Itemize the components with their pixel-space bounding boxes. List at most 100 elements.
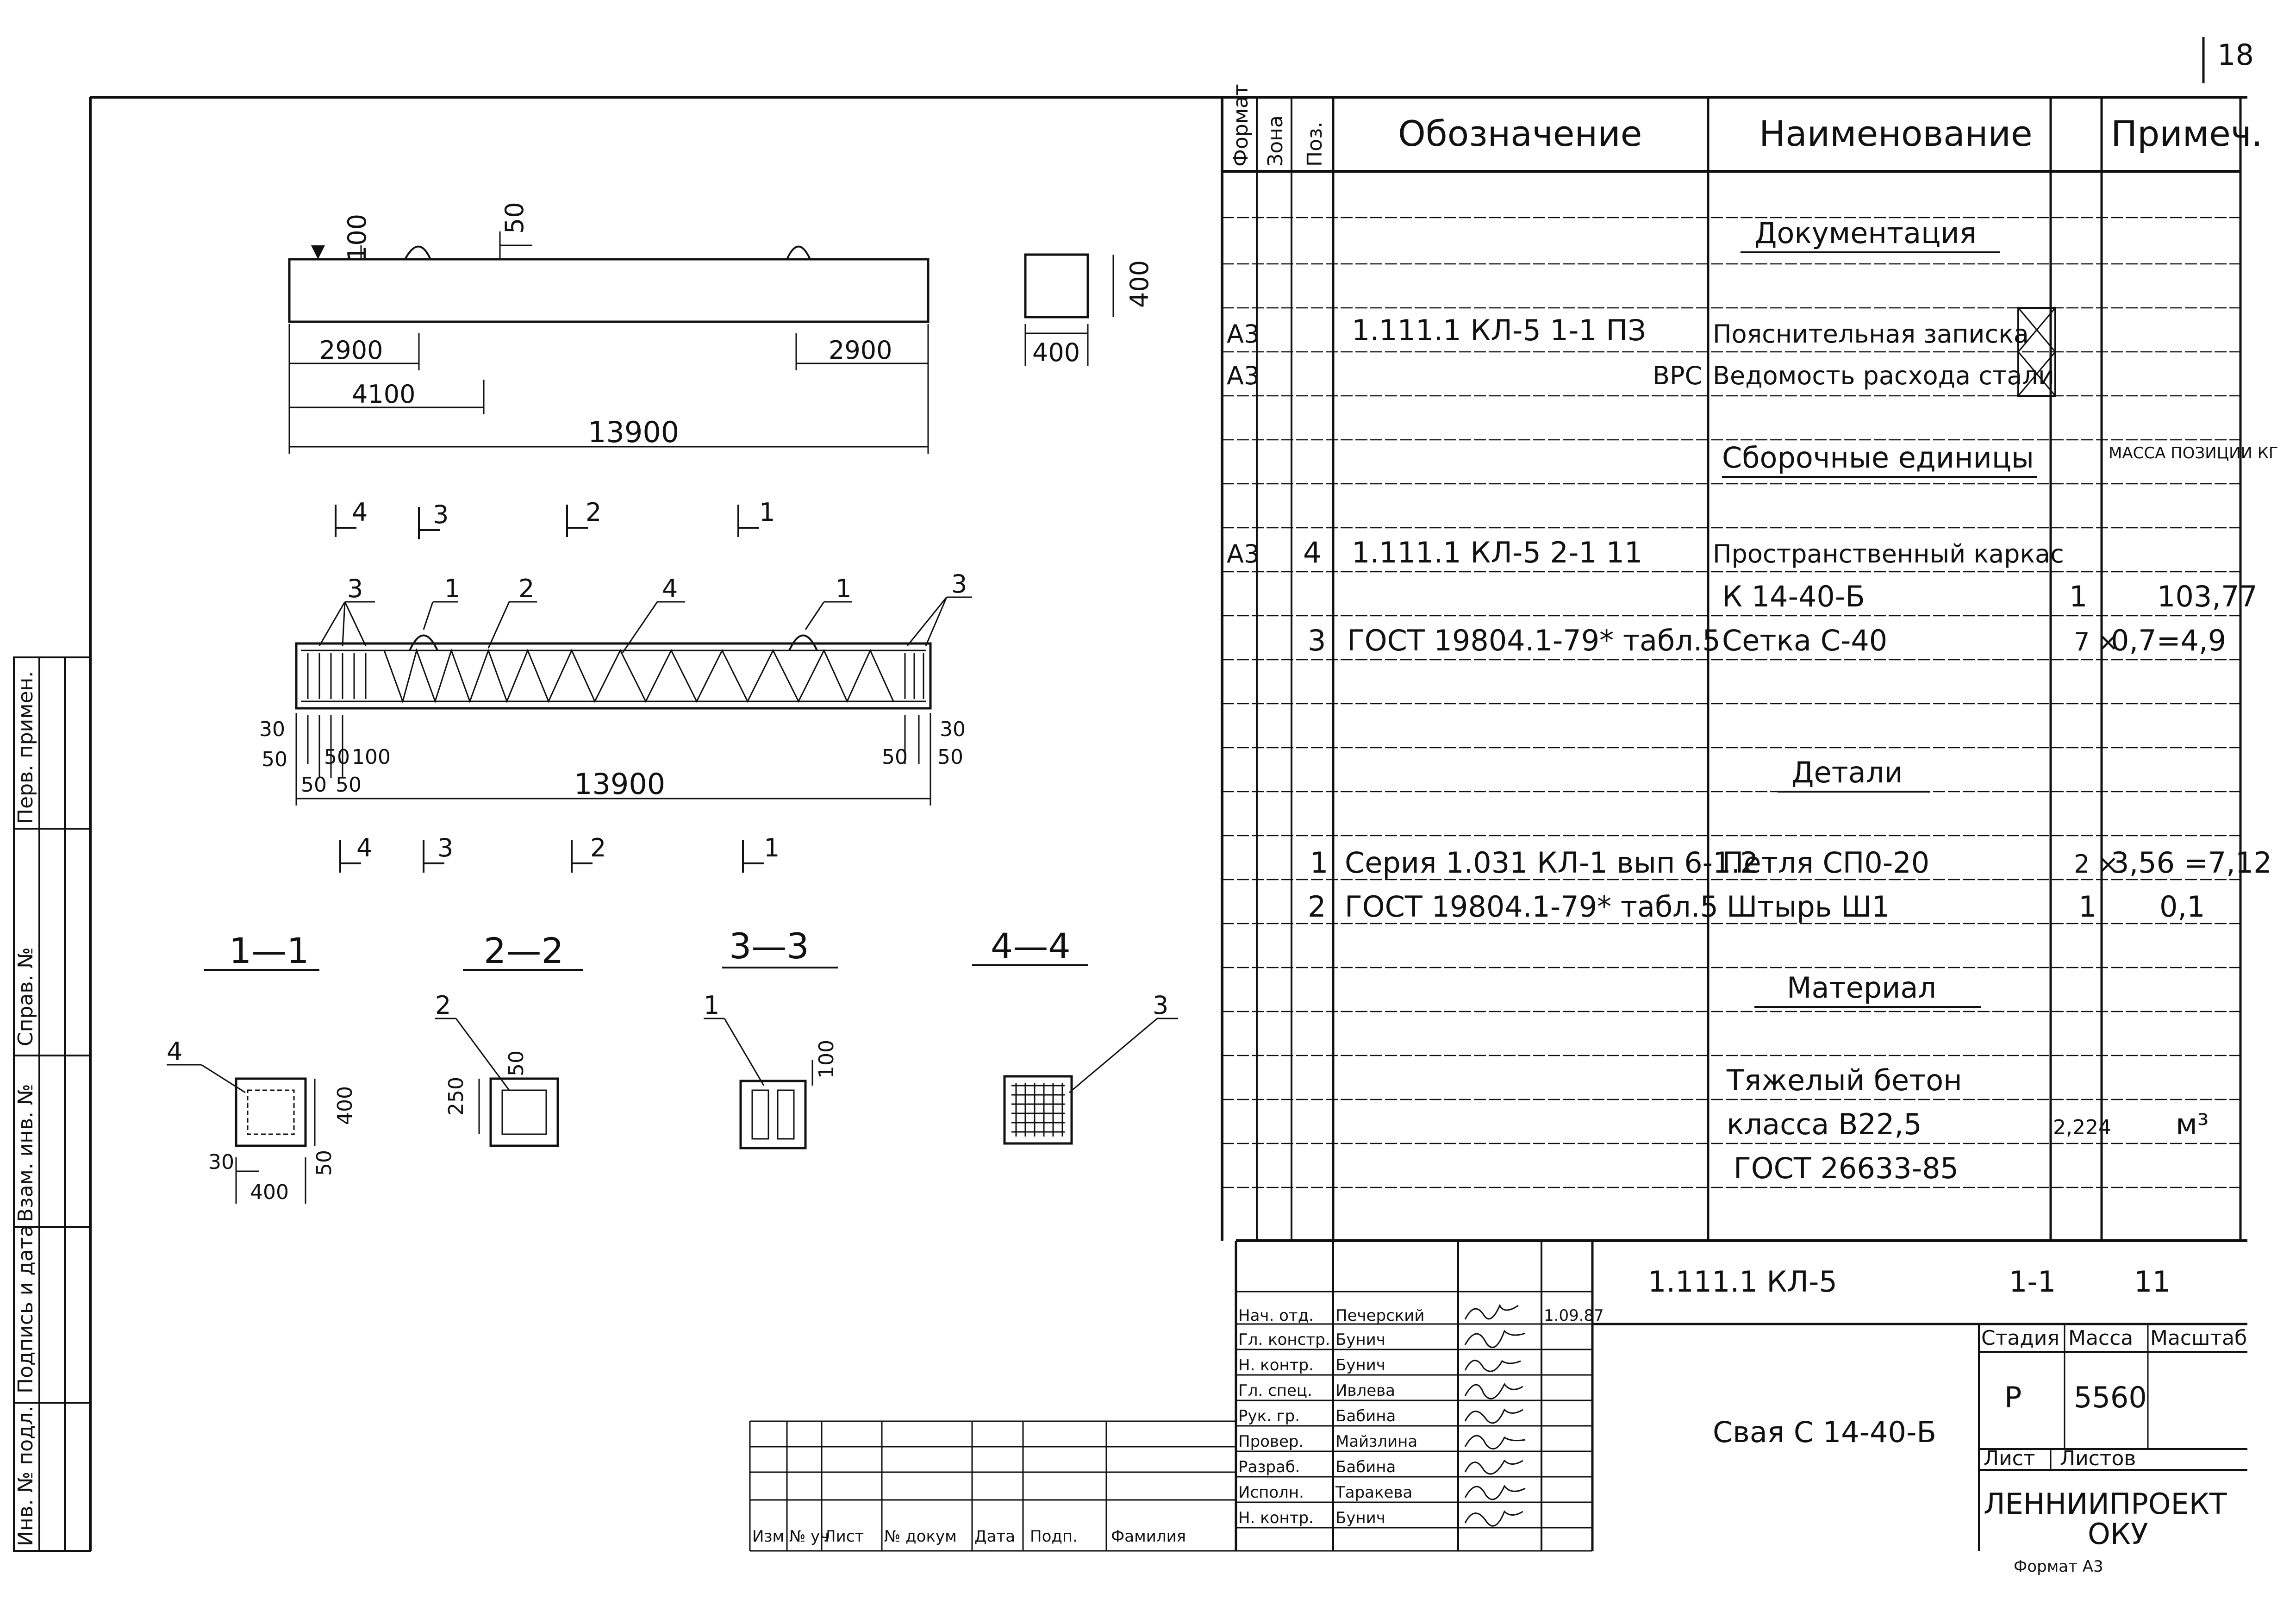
sheet-format: Формат А3	[2014, 1557, 2103, 1576]
row-name: Петля СП0-20	[1722, 846, 1929, 880]
dim-text: 250	[444, 1077, 468, 1116]
row-designation: Серия 1.031 КЛ-1 вып 6-1.2	[1345, 846, 1759, 880]
sig-name: Бабина	[1335, 1458, 1396, 1476]
dim-text: 30	[940, 718, 966, 741]
row-name: Штырь Ш1	[1727, 890, 1890, 924]
section-mark: 2	[586, 498, 601, 527]
row-name: ГОСТ 26633-85	[1734, 1151, 1959, 1185]
dim-text: 400	[1032, 338, 1080, 367]
page-number: 18	[2217, 38, 2254, 72]
scale-label: Масштаб	[2150, 1326, 2247, 1350]
mass-value: 5560	[2074, 1380, 2147, 1414]
dim-text: 400	[250, 1181, 289, 1204]
position-leader-label: 2	[518, 574, 534, 603]
sig-name: Бунич	[1335, 1356, 1385, 1374]
cage-elevation: 3 1 2 4 1 3 30 50 50 50 100 50 50 30 50 …	[259, 569, 972, 806]
dim-text: 50	[301, 773, 327, 797]
row-pos: 3	[1308, 624, 1326, 657]
revision-block: Изм № уч Лист № докум Дата Подп. Фамилия	[749, 1420, 1236, 1552]
margin-label-inventory: Инв. № подл.	[14, 1405, 37, 1546]
rev-header: Фамилия	[1111, 1527, 1186, 1546]
row-name-details: Детали	[1791, 756, 1903, 789]
row-pos: 1	[1310, 846, 1328, 880]
stage-label: Стадия	[1981, 1326, 2059, 1350]
signature-scribbles	[1464, 1304, 1526, 1527]
row-pos: 2	[1308, 890, 1326, 924]
sig-role: Гл. спец.	[1238, 1381, 1312, 1400]
dim-text: 50	[312, 1150, 336, 1176]
row-designation: ВРС	[1653, 361, 1702, 390]
mass-label: Масса	[2068, 1326, 2133, 1350]
dim-text: 400	[1125, 260, 1154, 308]
section-mark: 3	[433, 500, 449, 529]
section-mark: 2	[590, 833, 606, 862]
row-designation: ГОСТ 19804.1-79* табл.5	[1347, 624, 1721, 657]
sig-name: Бунич	[1335, 1509, 1385, 1527]
position-leader-label: 3	[347, 574, 363, 603]
row-note: 3,56 =7,12	[2111, 846, 2272, 880]
dim-text: 30	[259, 718, 285, 741]
position-leader-label: 1	[444, 574, 460, 603]
row-note-mass-header: МАССА ПОЗИЦИИ КГ	[2109, 444, 2278, 462]
row-name-material: Материал	[1787, 971, 1936, 1005]
sheets-label: Листов	[2060, 1447, 2136, 1470]
header-note: Примеч.	[2111, 113, 2263, 154]
rev-header: № докум	[884, 1527, 957, 1546]
position-leader-label: 3	[951, 569, 967, 599]
dim-text: 13900	[588, 415, 679, 449]
dim-text: 30	[208, 1150, 234, 1174]
dim-text: 100	[343, 214, 372, 262]
margin-label-replace: Взам. инв. №	[14, 1084, 37, 1222]
row-name-documentation: Документация	[1754, 216, 1977, 250]
section-mark: 4	[352, 498, 368, 527]
dim-text: 50	[500, 202, 529, 234]
row-qty: 1	[2078, 890, 2096, 924]
row-format: А3	[1227, 539, 1260, 568]
dim-text: 50	[882, 745, 908, 769]
sig-role: Гл. констр.	[1238, 1330, 1330, 1349]
dim-text: 13900	[574, 767, 665, 801]
row-name: класса В22,5	[1727, 1107, 1922, 1141]
beam-elevation: 100 50 400 400 2900 2900 4100 13900	[288, 202, 1154, 454]
sig-role: Нач. отд.	[1238, 1306, 1314, 1325]
organization-name: ЛЕННИИПРОЕКТ	[1984, 1487, 2227, 1521]
sheet-label: Лист	[1984, 1447, 2035, 1470]
section-marks-bottom: 4 3 2 1	[339, 833, 780, 873]
row-designation: 1.111.1 КЛ-5 1-1 ПЗ	[1352, 313, 1646, 347]
header-designation: Обозначение	[1398, 113, 1642, 154]
header-zone: Зона	[1264, 115, 1287, 167]
row-designation: ГОСТ 19804.1-79* табл.5	[1345, 890, 1718, 924]
sig-name: Таракева	[1335, 1483, 1412, 1502]
dim-text: 2900	[829, 336, 892, 365]
section-mark: 1	[764, 833, 780, 862]
title-product-name: Свая С 14-40-Б	[1713, 1415, 1936, 1449]
row-name: Ведомость расхода стали	[1713, 361, 2054, 390]
row-name: К 14-40-Б	[1722, 580, 1865, 613]
stage-value: Р	[2004, 1380, 2021, 1414]
organization-sub: ОКУ	[2088, 1517, 2148, 1551]
section-leader: 1	[704, 991, 719, 1020]
section-title: 3—3	[729, 925, 809, 967]
row-name: Пространственный каркас	[1713, 539, 2064, 568]
row-name: Сетка С-40	[1722, 624, 1887, 657]
row-format: А3	[1227, 319, 1260, 349]
row-designation: 1.111.1 КЛ-5 2-1 11	[1352, 536, 1642, 569]
margin-label-signature: Подпись и дата	[14, 1225, 37, 1393]
row-qty: 2 ×	[2074, 849, 2119, 879]
header-format: Формат	[1229, 84, 1253, 167]
sig-name: Печерский	[1335, 1306, 1425, 1325]
sig-name: Бабина	[1335, 1407, 1396, 1425]
rev-header: № уч	[789, 1527, 829, 1546]
title-doc-sub: 11	[2134, 1265, 2171, 1299]
dim-text: 400	[333, 1086, 357, 1125]
section-marks-top: 4 3 2 1	[335, 498, 775, 539]
rev-header: Лист	[824, 1527, 864, 1546]
sig-role: Разраб.	[1238, 1458, 1300, 1476]
header-pos: Поз.	[1303, 122, 1327, 167]
dim-text: 50	[505, 1050, 528, 1076]
margin-label-first-use: Перв. примен.	[14, 671, 37, 824]
sig-role: Рук. гр.	[1238, 1407, 1300, 1425]
section-leader: 3	[1153, 991, 1168, 1020]
section-leader: 2	[435, 991, 451, 1020]
dim-text: 100	[815, 1040, 838, 1079]
